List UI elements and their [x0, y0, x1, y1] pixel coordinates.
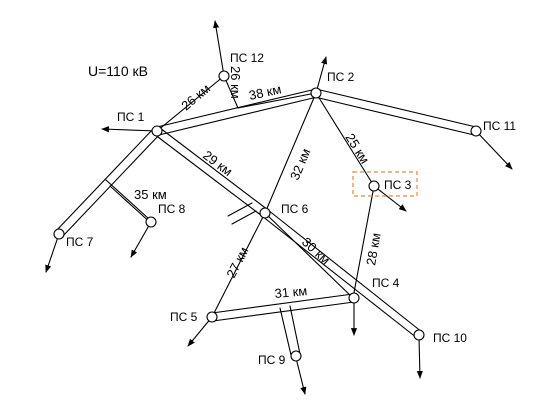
arrow-ps5: [187, 316, 213, 347]
distance-ps1-ps12: 26 км: [178, 81, 213, 114]
node-ps2: [310, 87, 322, 99]
node-ps10: [413, 329, 425, 341]
line-ps6-ps5: [211, 212, 266, 318]
label-ps5: ПС 5: [170, 310, 198, 324]
label-ps6: ПС 6: [281, 202, 309, 216]
arrow-ps8: [130, 221, 152, 258]
node-ps12: [218, 70, 230, 82]
distance-ps6-ps5: 27 км: [223, 244, 251, 280]
line-ps2-ps6: [264, 92, 317, 214]
distance-ps5-ps4: 31 км: [274, 283, 308, 301]
label-ps2: ПС 2: [327, 70, 355, 84]
line-ps5-ps9: [279, 305, 301, 356]
distance-ps3-ps4: 28 км: [363, 232, 383, 267]
distance-ps12-ps2: 26 км: [228, 66, 243, 99]
node-ps8: [145, 216, 157, 228]
line-ps2-ps3: [315, 92, 375, 187]
breaker-marks: [227, 202, 257, 225]
line-ps2-ps11: [314, 88, 477, 136]
distance-ps1-ps7: 35 км: [134, 187, 167, 202]
arrow-ps7: [45, 233, 60, 273]
line-ps7-ps8: [105, 179, 154, 226]
line-ps6-ps4: [264, 212, 354, 299]
line-ps5-ps4: [211, 293, 355, 322]
ps3-highlight-box: [352, 171, 418, 197]
arrow-ps10: [416, 336, 423, 379]
node-ps4: [348, 292, 360, 304]
node-ps11: [470, 125, 482, 137]
label-ps11: ПС 11: [483, 119, 516, 133]
node-ps7: [53, 228, 65, 240]
arrow-ps12: [213, 20, 225, 77]
voltage-label: U=110 кВ: [88, 63, 148, 79]
node-ps1: [151, 125, 163, 137]
arrow-ps9: [295, 357, 307, 395]
node-ps6: [259, 207, 271, 219]
label-ps1: ПС 1: [117, 110, 145, 124]
node-ps9: [290, 350, 302, 362]
distance-ps1-ps6: 29 км: [200, 147, 235, 179]
label-ps8: ПС 8: [158, 202, 186, 216]
line-ps3-ps4: [352, 185, 375, 299]
distance-ps1-ps2: 38 км: [248, 81, 283, 102]
label-ps4: ПС 4: [372, 276, 400, 290]
arrow-ps2: [315, 56, 328, 94]
label-ps9: ПС 9: [258, 353, 286, 367]
line-ps1-ps7: [55, 127, 161, 238]
distance-ps2-ps3: 25 км: [342, 131, 372, 167]
line-ps1-ps12: [156, 75, 225, 132]
arrow-ps3: [373, 185, 407, 212]
node-ps5: [206, 311, 218, 323]
line-ps1-ps2: [156, 88, 318, 136]
line-ps1-ps6: [153, 127, 269, 217]
label-ps12: ПС 12: [230, 51, 264, 65]
arrow-ps1: [101, 126, 158, 133]
label-ps10: ПС 10: [433, 331, 467, 345]
node-ps3: [368, 180, 380, 192]
label-ps7: ПС 7: [66, 235, 94, 249]
line-ps4-ps10: [261, 209, 423, 339]
label-ps3: ПС 3: [384, 178, 412, 192]
arrow-ps11: [475, 130, 513, 170]
